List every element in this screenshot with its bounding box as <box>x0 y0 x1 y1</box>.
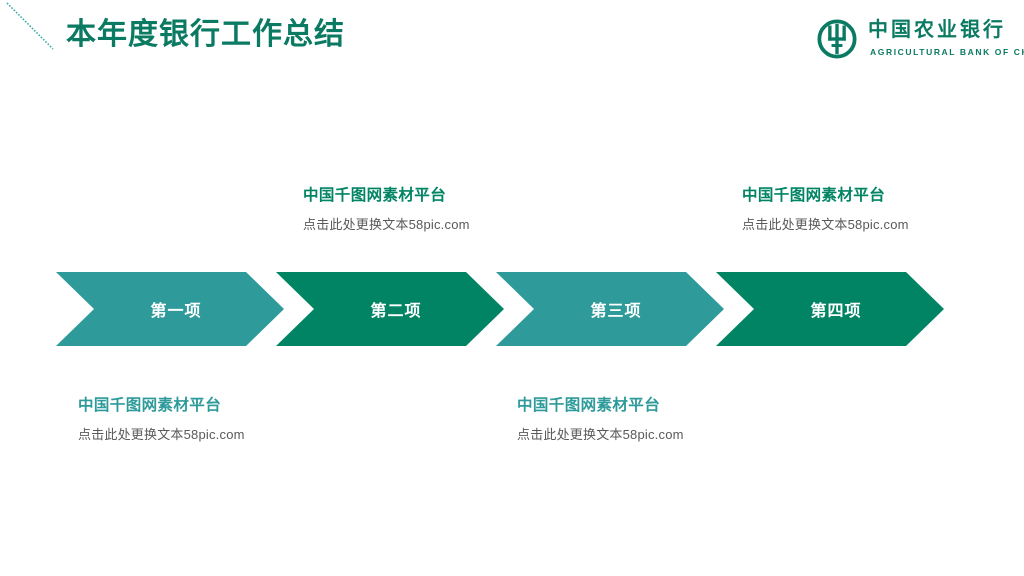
caption-step-1-body: 点击此处更换文本58pic.com <box>78 427 245 442</box>
caption-step-4-body: 点击此处更换文本58pic.com <box>742 217 909 232</box>
brand-logo: 中国农业银行 AGRICULTURAL BANK OF CHINA <box>816 18 1024 64</box>
caption-step-2-heading: 中国千图网素材平台 <box>303 187 447 204</box>
caption-step-4: 中国千图网素材平台 点击此处更换文本58pic.com <box>742 185 1002 235</box>
chevron-step-2-label: 第二项 <box>370 303 422 320</box>
caption-step-2: 中国千图网素材平台 点击此处更换文本58pic.com <box>303 185 563 235</box>
chevron-step-2[interactable]: 第二项 <box>276 272 504 346</box>
page-title: 本年度银行工作总结 <box>66 18 345 51</box>
caption-step-1: 中国千图网素材平台 点击此处更换文本58pic.com <box>78 395 338 445</box>
chevron-step-3-label: 第三项 <box>590 303 642 320</box>
chevron-step-4[interactable]: 第四项 <box>716 272 944 346</box>
caption-step-1-heading: 中国千图网素材平台 <box>78 397 222 414</box>
logo-english-name: AGRICULTURAL BANK OF CHINA <box>870 47 1024 57</box>
caption-step-3-heading: 中国千图网素材平台 <box>517 397 661 414</box>
caption-step-2-body: 点击此处更换文本58pic.com <box>303 217 470 232</box>
caption-step-4-heading: 中国千图网素材平台 <box>742 187 886 204</box>
process-chevron-bar: 第一项 第二项 第三项 第四项 <box>56 272 944 346</box>
chevron-step-1-label: 第一项 <box>150 303 202 320</box>
diagonal-line-icon <box>0 0 70 70</box>
caption-step-3-body: 点击此处更换文本58pic.com <box>517 427 684 442</box>
caption-step-3: 中国千图网素材平台 点击此处更换文本58pic.com <box>517 395 777 445</box>
chevron-step-3[interactable]: 第三项 <box>496 272 724 346</box>
chevron-step-4-label: 第四项 <box>810 303 862 320</box>
logo-chinese-name: 中国农业银行 <box>868 19 1006 41</box>
abc-emblem-icon <box>816 18 858 60</box>
chevron-step-1[interactable]: 第一项 <box>56 272 284 346</box>
